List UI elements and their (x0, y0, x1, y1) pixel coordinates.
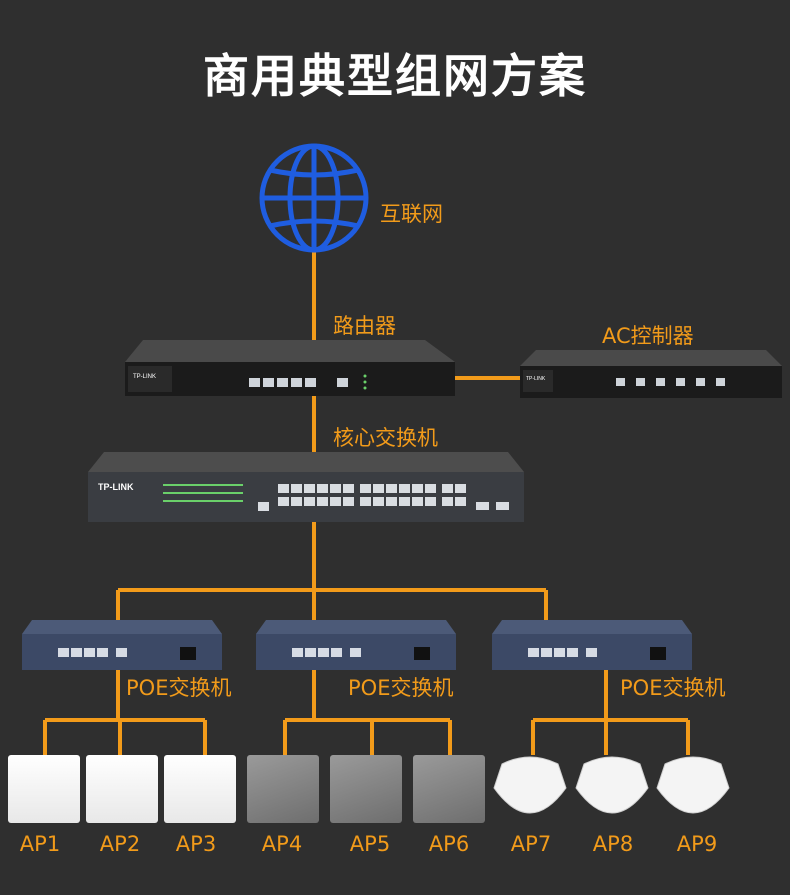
ap-panel-grey (330, 755, 402, 823)
ap-label: AP8 (573, 832, 653, 856)
router-brand: TP-LINK (133, 374, 156, 380)
ap-label: AP6 (409, 832, 489, 856)
ap-label: AP2 (80, 832, 160, 856)
ap-label: AP7 (491, 832, 571, 856)
poe-switch-2 (256, 620, 456, 670)
internet-label: 互联网 (380, 198, 443, 228)
poe-switch-label-3: POE交换机 (620, 672, 725, 702)
ac-brand: TP-LINK (526, 376, 546, 382)
ap-panel-white (8, 755, 80, 823)
ap-label: AP5 (330, 832, 410, 856)
ap-label: AP9 (657, 832, 737, 856)
router-device: TP-LINK (125, 340, 455, 396)
ap-panel-white (86, 755, 158, 823)
ap-ceiling (655, 752, 731, 822)
core-switch-label: 核心交换机 (333, 422, 438, 452)
ap-panel-white (164, 755, 236, 823)
poe-switch-label-1: POE交换机 (126, 672, 231, 702)
ap-ceiling (492, 752, 568, 822)
ap-label: AP3 (156, 832, 236, 856)
poe-switch-label-2: POE交换机 (348, 672, 453, 702)
ap-label: AP4 (242, 832, 322, 856)
ac-controller-device: TP-LINK (520, 350, 782, 398)
ap-panel-grey (247, 755, 319, 823)
ap-label: AP1 (0, 832, 80, 856)
poe-switch-3 (492, 620, 692, 670)
ap-panel-grey (413, 755, 485, 823)
poe-switch-1 (22, 620, 222, 670)
router-label: 路由器 (333, 310, 396, 340)
globe-icon (262, 146, 366, 250)
ap-ceiling (574, 752, 650, 822)
core-brand: TP-LINK (98, 482, 134, 492)
core-switch-device: TP-LINK (88, 452, 524, 522)
ac-controller-label: AC控制器 (602, 320, 694, 350)
